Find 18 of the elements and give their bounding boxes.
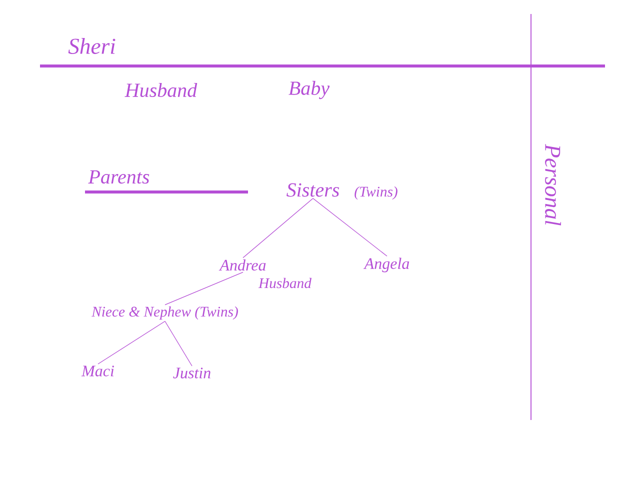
person-name: Niece & Nephew (Twins) (92, 306, 238, 320)
person-name: Angela (363, 258, 410, 272)
note: (Twins) (354, 186, 398, 200)
label: Husband (124, 82, 198, 98)
person-name: Sisters (286, 183, 340, 197)
label: Baby (288, 80, 330, 100)
title: Sheri (68, 38, 116, 54)
person-name: Andrea (218, 259, 266, 271)
branch-line (312, 198, 388, 256)
note: Husband (258, 278, 312, 288)
branch-line (242, 198, 314, 258)
side-heading: Personal (545, 144, 561, 226)
person-name: Maci (81, 366, 114, 376)
branch-line (98, 320, 166, 364)
section-heading: Parents (88, 170, 150, 184)
branch-line (164, 320, 192, 366)
branch-line (164, 272, 244, 306)
person-name: Justin (173, 368, 210, 378)
